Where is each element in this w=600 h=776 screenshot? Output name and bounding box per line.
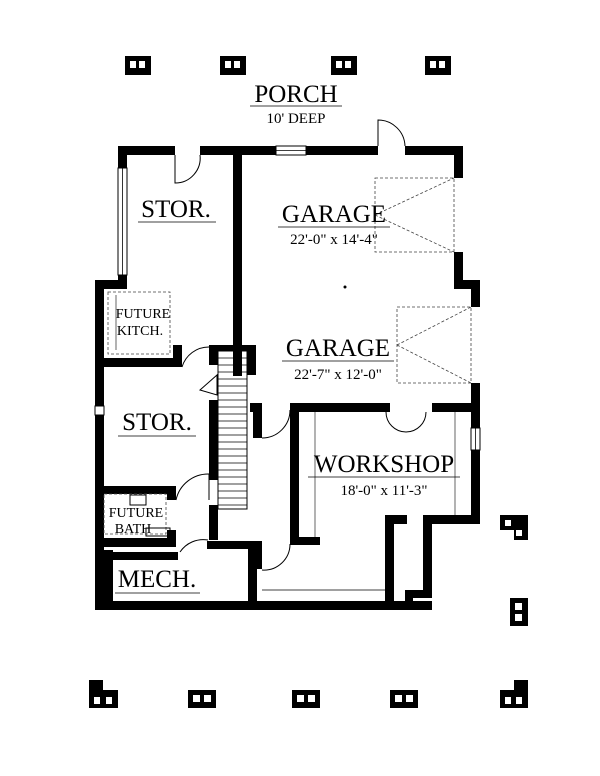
foundation-columns	[89, 680, 528, 708]
column-icon	[292, 690, 320, 708]
garage-2-name: GARAGE	[286, 335, 390, 362]
workshop-name: WORKSHOP	[314, 451, 454, 478]
column-icon	[390, 690, 418, 708]
column-icon	[220, 56, 246, 75]
porch-columns	[125, 56, 451, 75]
future-bath-label-1: FUTURE	[109, 506, 163, 521]
porch-title: PORCH	[254, 81, 337, 108]
fixtures	[103, 285, 456, 591]
garage-1-size: 22'-0" x 14'-4"	[290, 232, 378, 248]
mech-label: MECH.	[118, 566, 196, 593]
windows	[94, 145, 481, 451]
stor-mid-label: STOR.	[122, 409, 192, 436]
future-bath-label-2: BATH	[115, 522, 152, 537]
staircase[interactable]	[217, 350, 248, 510]
workshop-size: 18'-0" x 11'-3"	[340, 483, 427, 499]
door-swings	[174, 119, 427, 571]
future-kitch-label-2: KITCH.	[117, 324, 163, 339]
stor-top-label: STOR.	[141, 196, 211, 223]
garage-2-size: 22'-7" x 12'-0"	[294, 367, 382, 383]
side-columns	[500, 515, 528, 626]
column-icon	[510, 598, 528, 626]
column-icon	[89, 680, 118, 708]
porch-depth: 10' DEEP	[267, 111, 326, 127]
column-icon	[500, 680, 528, 708]
future-kitch-label-1: FUTURE	[116, 307, 170, 322]
column-icon	[331, 56, 357, 75]
garage-doors	[374, 177, 472, 384]
labels: PORCH 10' DEEP STOR. FUTURE KITCH. STOR.…	[109, 81, 460, 594]
column-icon	[188, 690, 216, 708]
walls	[95, 146, 480, 610]
garage-1-name: GARAGE	[282, 201, 386, 228]
column-icon	[125, 56, 151, 75]
column-icon	[425, 56, 451, 75]
column-icon	[500, 515, 528, 540]
